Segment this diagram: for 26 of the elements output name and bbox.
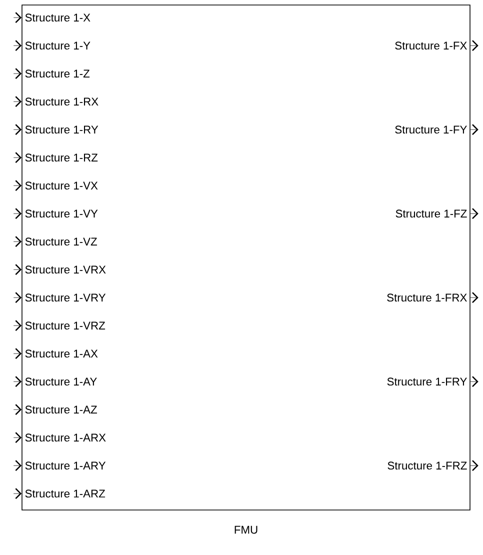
port-label: Structure 1-FRZ (388, 462, 467, 470)
port-label: Structure 1-RX (25, 98, 98, 106)
port-label: Structure 1-RZ (25, 154, 98, 162)
port-label: Structure 1-X (25, 14, 90, 22)
port-label: Structure 1-AX (25, 350, 98, 358)
port-label: Structure 1-FY (395, 126, 467, 134)
port-label: Structure 1-FZ (396, 210, 467, 218)
port-label: Structure 1-VY (25, 210, 98, 218)
port-label: Structure 1-AY (25, 378, 97, 386)
port-label: Structure 1-ARZ (25, 490, 106, 498)
port-label: Structure 1-ARY (25, 462, 106, 470)
port-label: Structure 1-VRZ (25, 322, 106, 330)
block-box (22, 4, 470, 510)
block-caption: FMU (234, 526, 258, 534)
port-label: Structure 1-FRX (387, 294, 467, 302)
port-label: Structure 1-AZ (25, 406, 97, 414)
port-label: Structure 1-FRY (387, 378, 467, 386)
port-label: Structure 1-Z (25, 70, 90, 78)
port-label: Structure 1-Y (25, 42, 90, 50)
port-label: Structure 1-VRX (25, 266, 106, 274)
port-label: Structure 1-VZ (25, 238, 97, 246)
port-label: Structure 1-VRY (25, 294, 106, 302)
port-label: Structure 1-RY (25, 126, 98, 134)
port-label: Structure 1-ARX (25, 434, 106, 442)
port-label: Structure 1-VX (25, 182, 98, 190)
port-label: Structure 1-FX (395, 42, 467, 50)
